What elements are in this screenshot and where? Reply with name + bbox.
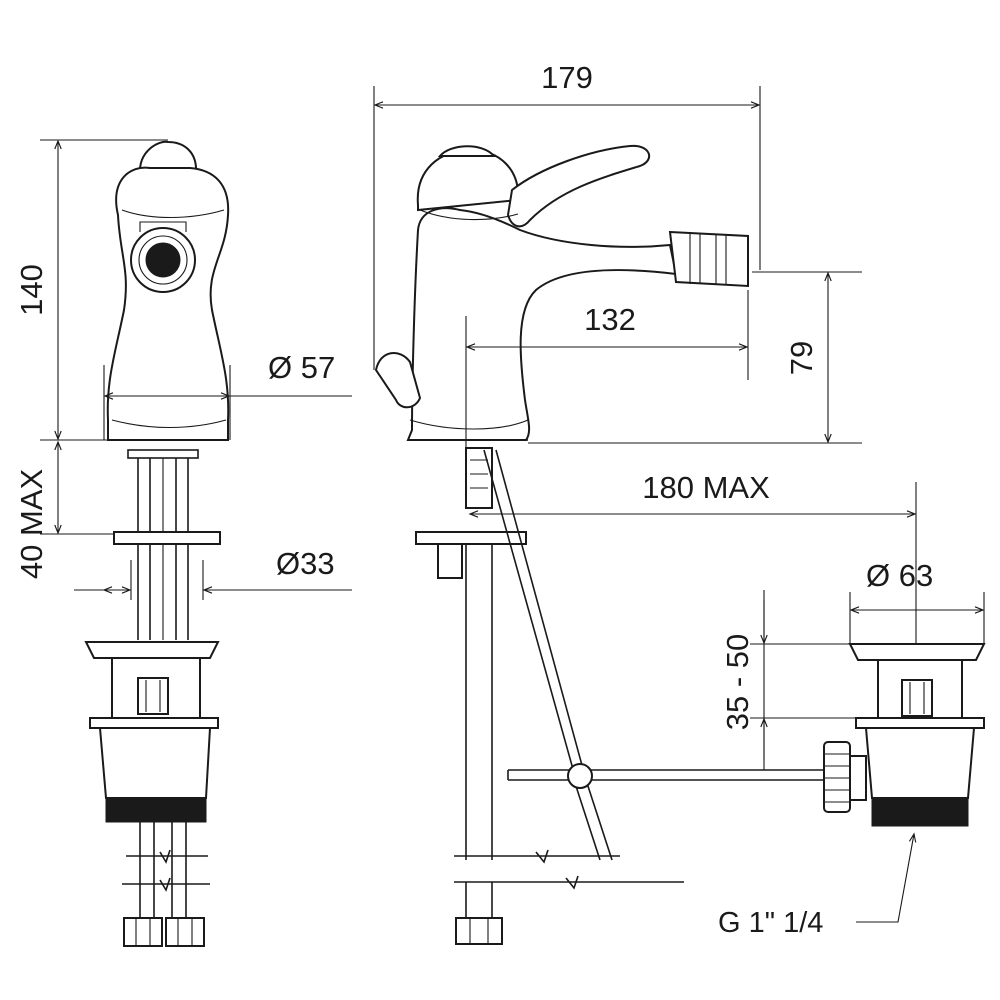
dim-overall-length: 179 [541,60,593,95]
dim-waste-diameter: Ø 63 [866,558,933,593]
side-bottom-fitting [455,917,503,945]
front-waste-flange [84,641,220,659]
front-view [84,140,230,947]
waste-knob [901,679,933,717]
side-dimensions: 179 132 79 180 MAX Ø 63 35 - 50 G 1" 1/4 [373,60,985,939]
side-fixing-washer [415,531,527,545]
dim-overall-height: 140 [14,264,49,316]
dim-base-diameter: Ø 57 [268,350,335,385]
waste-assembly [823,643,986,827]
front-fitting-left [123,917,163,947]
dim-waste-thread: G 1" 1/4 [718,907,823,939]
side-rod-joint [567,763,593,789]
side-view [374,144,830,945]
side-popup-knob [374,352,422,409]
front-dimensions: 140 40 MAX Ø 57 Ø33 [14,139,352,600]
side-lever-housing [416,148,520,212]
dim-hole-diameter: Ø33 [276,546,335,581]
front-waste-knob [137,677,169,715]
front-lever-cap [138,140,198,176]
front-fixing-washer [113,531,221,545]
waste-flange [848,643,986,661]
side-spray-nozzle [668,230,749,288]
dim-waste-depth: 35 - 50 [720,634,755,731]
front-faucet-body [106,166,230,441]
dim-spout-reach: 132 [584,302,636,337]
front-fitting-right [165,917,205,947]
dim-spout-height: 79 [784,341,819,375]
dim-rod-length: 180 MAX [642,470,770,505]
side-faucet-body [406,207,678,441]
dim-deck-thickness: 40 MAX [14,469,49,580]
front-waste-thread [105,797,207,823]
waste-thread [871,797,969,827]
side-lever-cap [437,145,497,157]
side-lever-handle [506,144,651,228]
